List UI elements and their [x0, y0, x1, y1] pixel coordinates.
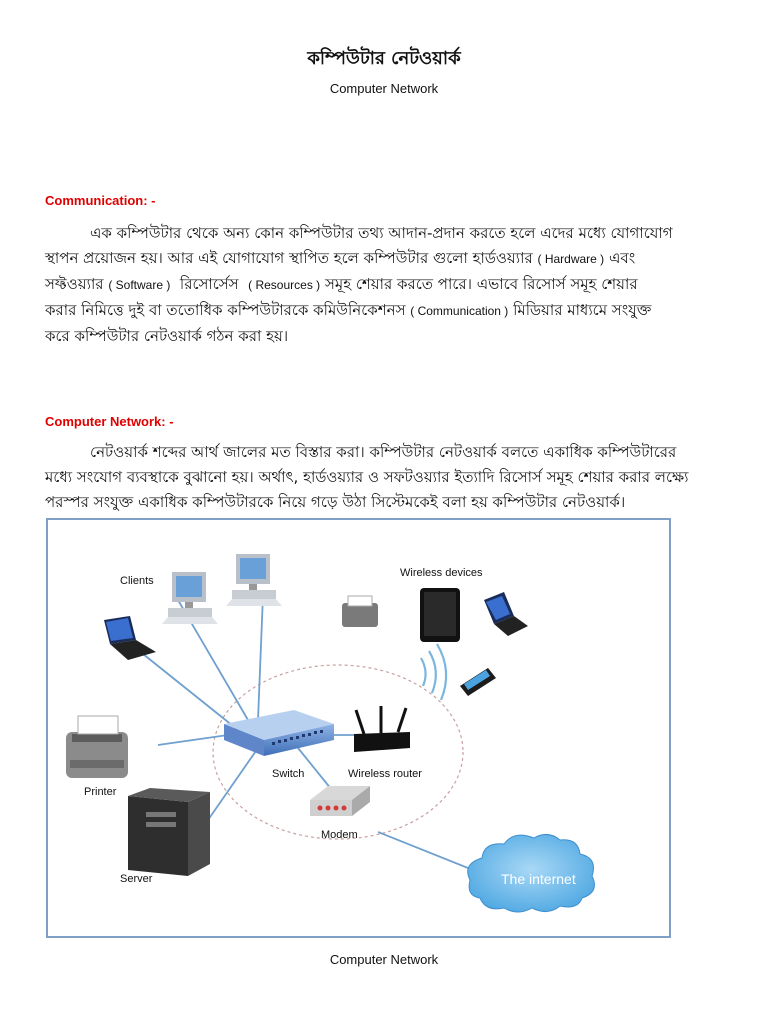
wireless-router-icon — [354, 706, 410, 752]
wifi-waves-icon — [420, 643, 448, 701]
section-heading-communication: Communication: - — [45, 193, 156, 208]
paragraph-line: স্থাপন প্রয়োজন হয়। আর এই যোগাযোগ স্থাপ… — [45, 249, 636, 267]
network-diagram: Clients Wireless devices Printer Server … — [46, 518, 671, 938]
paragraph-line: সফ্টওয়্যার ( Software ) রিসোর্সেস ( Res… — [45, 275, 638, 293]
modem-icon — [310, 786, 370, 816]
paragraph-line: নেটওয়ার্ক শব্দের আর্থ জালের মত বিস্তার … — [90, 443, 677, 461]
desktop-computer-icon — [162, 572, 218, 624]
printer-icon — [342, 595, 378, 627]
figure-caption: Computer Network — [329, 952, 439, 967]
printer-label: Printer — [84, 786, 117, 798]
clients-label: Clients — [120, 575, 154, 587]
paragraph-line: করে কম্পিউটার নেটওয়ার্ক গঠন করা হয়। — [45, 327, 289, 345]
smartphone-icon — [460, 668, 496, 696]
laptop-icon — [484, 592, 528, 636]
network-printer-icon — [66, 715, 128, 778]
paragraph-communication: এক কম্পিউটার থেকে অন্য কোন কম্পিউটার তথ্… — [45, 221, 735, 349]
wireless-devices-label: Wireless devices — [400, 567, 483, 579]
modem-label: Modem — [321, 829, 358, 841]
paragraph-line: মধ্যে সংযোগ ব্যবস্থাকে বুঝানো হয়। অর্থা… — [45, 468, 689, 486]
paragraph-line: করার নিমিত্তে দুই বা ততোধিক কম্পিউটারকে … — [45, 301, 652, 319]
paragraph-line: এক কম্পিউটার থেকে অন্য কোন কম্পিউটার তথ্… — [90, 224, 673, 242]
wireless-router-label: Wireless router — [348, 768, 422, 780]
lan-boundary — [212, 664, 464, 840]
paragraph-computer-network: নেটওয়ার্ক শব্দের আর্থ জালের মত বিস্তার … — [45, 440, 735, 515]
internet-label: The internet — [501, 871, 576, 887]
laptop-icon — [104, 616, 156, 660]
page-title: কম্পিউটার নেটওয়ার্ক — [307, 48, 461, 69]
server-tower-icon — [128, 788, 210, 876]
section-heading-computer-network: Computer Network: - — [45, 414, 174, 429]
tablet-icon — [420, 588, 460, 642]
page-subtitle: Computer Network — [329, 81, 439, 96]
server-label: Server — [120, 873, 153, 885]
paragraph-line: পরস্পর সংযুক্ত একাধিক কম্পিউটারকে নিয়ে … — [45, 493, 626, 511]
desktop-computer-icon — [226, 554, 282, 606]
switch-label: Switch — [272, 768, 304, 780]
network-diagram-svg: Clients Wireless devices Printer Server … — [66, 554, 595, 913]
internet-cloud-icon — [467, 834, 595, 913]
network-switch-icon — [224, 710, 334, 756]
